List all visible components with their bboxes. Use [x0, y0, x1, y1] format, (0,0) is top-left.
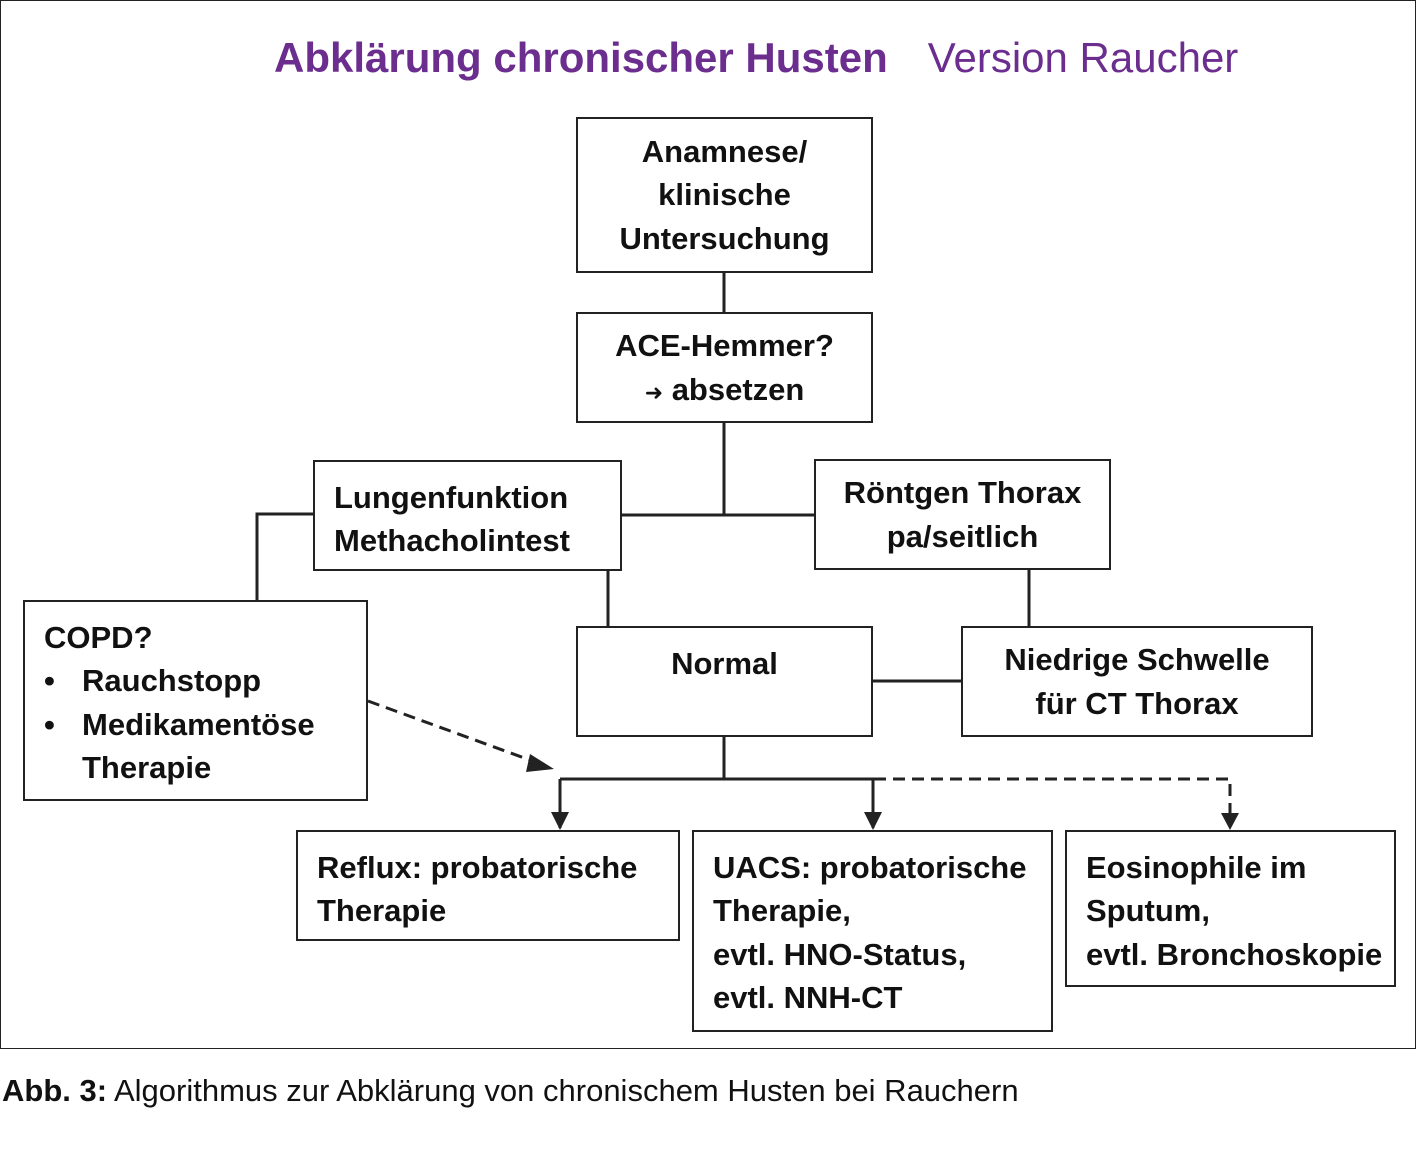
node-ace-absetzen: absetzen [671, 371, 805, 407]
arrowhead-copd-branch [526, 754, 554, 772]
node-ace-line2: ➜ absetzen [578, 368, 871, 411]
node-niedrige-schwelle: Niedrige Schwelle für CT Thorax [961, 626, 1313, 737]
figure-frame [0, 0, 1416, 1049]
node-anamnese: Anamnese/ klinische Untersuchung [576, 117, 873, 273]
node-anamnese-line: Untersuchung [619, 220, 830, 256]
node-lungenfunktion: Lungenfunktion Methacholintest [313, 460, 622, 571]
node-normal-line: Normal [671, 646, 778, 681]
node-reflux: Reflux: probatorische Therapie [296, 830, 680, 941]
node-normal: Normal [576, 626, 873, 737]
edge-lungenfunktion-copd [255, 512, 314, 601]
edge-branch-eosinophile-dashed [874, 777, 1232, 813]
node-lungenfunktion-line: Methacholintest [334, 523, 570, 559]
caption-label: Abb. 3: [2, 1073, 108, 1108]
title-sub: Version Raucher [927, 34, 1239, 81]
diagram-title: Abklärung chronischer Husten Version Rauc… [274, 34, 1238, 82]
node-uacs-line: UACS: probatorische [713, 850, 1027, 885]
node-reflux-line: Therapie [317, 893, 447, 929]
node-roentgen: Röntgen Thorax pa/seitlich [814, 459, 1111, 570]
bullet-icon: • [44, 663, 55, 699]
edge-copd-branch-dashed [367, 699, 539, 765]
arrowhead-eosinophile [1221, 813, 1239, 830]
node-uacs: UACS: probatorische Therapie, evtl. HNO-… [692, 830, 1053, 1032]
node-lungenfunktion-line: Lungenfunktion [334, 480, 569, 515]
node-uacs-line: evtl. HNO-Status, [713, 936, 967, 972]
node-uacs-line: Therapie, [713, 893, 851, 929]
node-uacs-line: evtl. NNH-CT [713, 980, 903, 1016]
node-eosinophile-line: Eosinophile im [1086, 850, 1307, 885]
node-copd-heading: COPD? [44, 620, 153, 655]
node-anamnese-line: klinische [658, 177, 791, 213]
caption-text: Algorithmus zur Abklärung von chronische… [107, 1073, 1019, 1108]
copd-list: • Rauchstopp • Medikamentöse Therapie [44, 659, 366, 789]
node-reflux-line: Reflux: probatorische [317, 850, 638, 885]
node-niedrige-line: Niedrige Schwelle [1004, 642, 1270, 678]
list-item: • Rauchstopp [44, 659, 366, 702]
copd-item-text: Therapie [82, 750, 212, 786]
node-roentgen-line: Röntgen Thorax [843, 475, 1082, 511]
list-item: • Medikamentöse [44, 703, 366, 746]
node-eosinophile-line: evtl. Bronchoskopie [1086, 936, 1383, 972]
bullet-icon: • [44, 706, 55, 742]
node-niedrige-line: für CT Thorax [1035, 685, 1239, 721]
node-copd: COPD? • Rauchstopp • Medikamentöse Therapi… [23, 600, 368, 801]
node-ace-line1: ACE-Hemmer? [615, 328, 834, 364]
node-ace-hemmer: ACE-Hemmer? ➜ absetzen [576, 312, 873, 423]
node-anamnese-line: Anamnese/ [641, 133, 808, 169]
title-main: Abklärung chronischer Husten [274, 34, 888, 81]
right-arrow-icon: ➜ [644, 379, 664, 405]
node-roentgen-line: pa/seitlich [886, 518, 1039, 554]
list-item: Therapie [44, 746, 366, 789]
copd-item-text: Medikamentöse [82, 706, 315, 742]
figure-caption: Abb. 3: Algorithmus zur Abklärung von ch… [2, 1073, 1019, 1109]
copd-item-text: Rauchstopp [82, 663, 262, 699]
node-eosinophile: Eosinophile im Sputum, evtl. Bronchoskop… [1065, 830, 1396, 987]
node-eosinophile-line: Sputum, [1086, 893, 1210, 929]
